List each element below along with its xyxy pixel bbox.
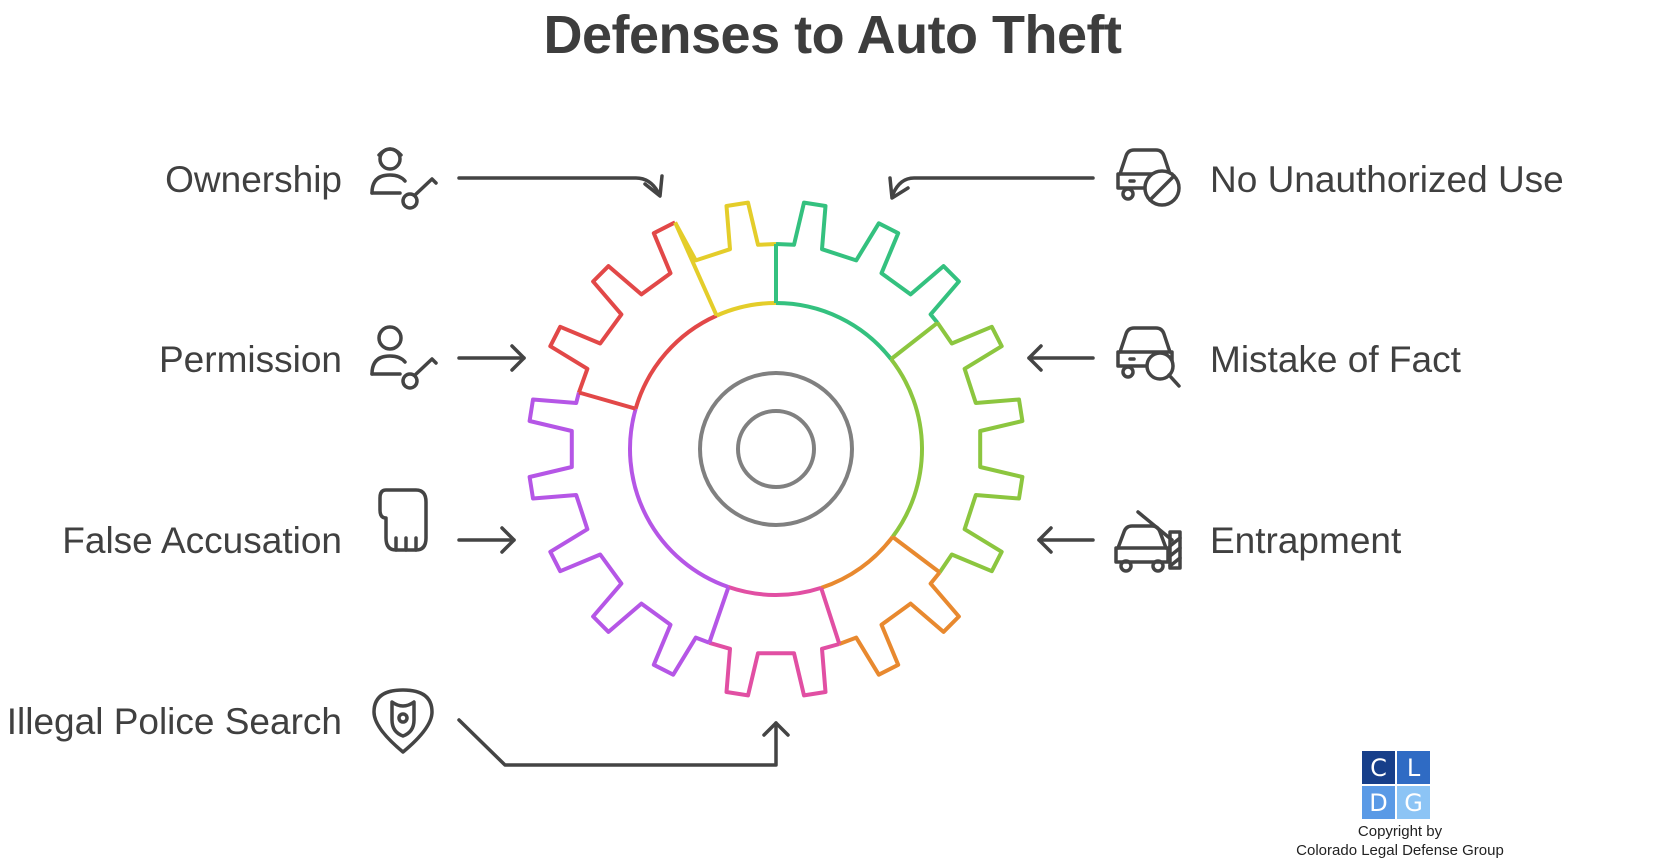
ownership-arrow [457, 174, 664, 198]
defense-label-ownership: Ownership [165, 159, 342, 200]
copyright-line-2: Colorado Legal Defense Group [1296, 842, 1504, 859]
defense-label-illegal-police-search: Illegal Police Search [6, 701, 342, 742]
logo-letter-c: C [1362, 751, 1395, 784]
permission-arrow [457, 344, 526, 372]
gear-hub-arc-pink [727, 585, 822, 597]
gear-teeth-purple [527, 392, 711, 677]
gear-spoke-red [578, 390, 637, 411]
logo-letter-l: L [1397, 751, 1430, 784]
gear-segment-pink [708, 585, 840, 698]
gear-hub-arc-purple [628, 408, 730, 589]
gear-middle-ring [698, 371, 854, 527]
gear-spoke-lime [889, 321, 939, 361]
car-prohibited-icon [1116, 148, 1181, 207]
gear-segment-purple [527, 392, 730, 677]
false-accusation-arrow [457, 526, 516, 554]
gear-segment-green [775, 200, 961, 361]
no-unauthorized-use-arrow [888, 176, 1095, 200]
gear-teeth-green [775, 200, 961, 325]
defense-label-entrapment: Entrapment [1210, 520, 1402, 561]
cldg-logo: C L D G [1362, 751, 1430, 819]
gear-teeth-pink [708, 640, 840, 698]
car-magnifier-icon [1116, 326, 1181, 388]
defense-label-permission: Permission [159, 339, 342, 380]
gear-segment-red [548, 220, 718, 410]
gear-segment-yellow [673, 200, 777, 318]
person-with-key-icon [370, 147, 438, 210]
gear-hub-arc-lime [889, 357, 924, 539]
gear-teeth-red [548, 220, 676, 394]
illegal-police-search-arrow [457, 718, 790, 767]
gear-spoke-pink [819, 587, 842, 645]
gear-hub-arc-yellow [715, 301, 777, 318]
gear-inner-ring [736, 409, 816, 489]
gear-spoke-yellow [673, 221, 719, 317]
logo-letter-d: D [1362, 786, 1395, 819]
car-barrier-icon [1114, 510, 1182, 573]
gear-teeth-yellow [673, 200, 777, 263]
defense-label-mistake-of-fact: Mistake of Fact [1210, 339, 1461, 380]
gear-hub-arc-green [775, 301, 893, 361]
copyright-line-1: Copyright by [1357, 823, 1443, 840]
defense-label-false-accusation: False Accusation [62, 520, 342, 561]
gear-segment-orange [820, 535, 961, 677]
pointing-hand-icon [378, 488, 428, 552]
page-title: Defenses to Auto Theft [543, 5, 1122, 65]
copyright-text: Copyright by Colorado Legal Defense Grou… [1280, 822, 1520, 860]
logo-letter-g: G [1397, 786, 1430, 819]
mistake-of-fact-arrow [1027, 344, 1095, 372]
gear-hub-arc-red [633, 313, 718, 410]
gear-spoke-purple [707, 586, 731, 644]
gear-hub-arc-orange [820, 535, 895, 590]
gear-segment-lime [889, 321, 1025, 574]
gear-teeth-lime [935, 321, 1025, 574]
person-with-key-icon [370, 325, 438, 390]
police-badge-location-icon [372, 688, 434, 754]
gear-spoke-orange [891, 535, 941, 574]
entrapment-arrow [1037, 526, 1095, 554]
defense-label-no-unauthorized-use: No Unauthorized Use [1210, 159, 1564, 200]
gear-teeth-orange [838, 571, 961, 677]
